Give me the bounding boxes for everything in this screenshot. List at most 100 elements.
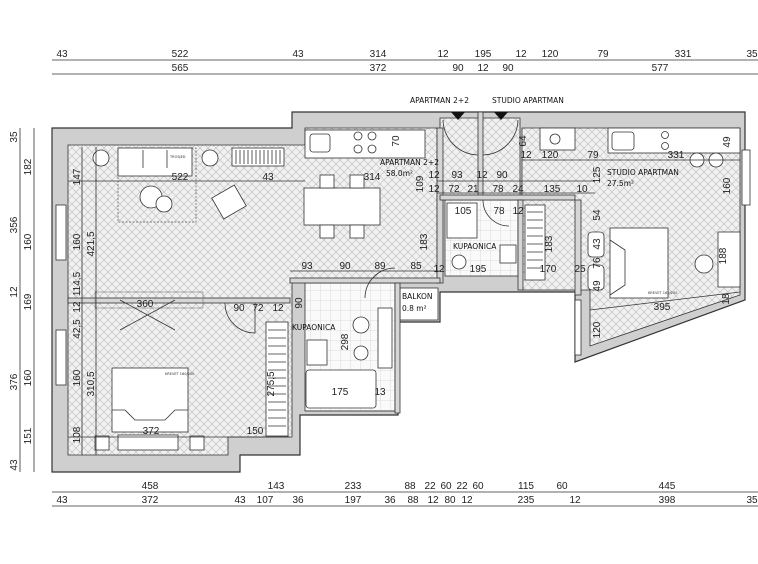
room-area-balcony: 0.8 m² <box>402 304 427 313</box>
dimension-label: 60 <box>440 481 452 492</box>
dimension-label: 372 <box>370 63 387 74</box>
dimension-label: 79 <box>587 150 599 161</box>
interior-wall <box>477 111 484 201</box>
dimension-label: 147 <box>72 168 83 185</box>
dimension-label: 12 <box>515 49 527 60</box>
dimension-label: 398 <box>659 495 676 506</box>
dimension-label: 43 <box>9 459 20 471</box>
interior-wall <box>439 194 576 201</box>
dimension-label: 22 <box>456 481 468 492</box>
dimension-label: 115 <box>518 481 534 492</box>
dimension-label: 108 <box>72 426 83 443</box>
dimension-label: 331 <box>675 49 692 60</box>
dimension-label: 25 <box>574 264 586 275</box>
dimension-label: 150 <box>247 426 264 437</box>
dimension-label: 105 <box>455 206 472 217</box>
dimension-label: 90 <box>233 303 245 314</box>
dimension-label: 35 <box>746 495 758 506</box>
dimension-label: 78 <box>492 184 504 195</box>
shower <box>446 202 478 239</box>
studio-sofa <box>717 231 741 288</box>
dimension-label: 114,5 <box>72 271 83 296</box>
dimension-label: 12 <box>512 206 524 217</box>
dimension-label: 42,5 <box>72 319 83 339</box>
entrance-cabinet <box>539 127 576 151</box>
dimension-label: 169 <box>23 293 34 310</box>
dimension-label: 182 <box>23 158 34 175</box>
dimension-label: 89 <box>374 261 386 272</box>
dimension-label: 360 <box>137 299 154 310</box>
dimension-label: 120 <box>542 49 559 60</box>
dimension-label: 90 <box>294 297 305 309</box>
dimension-label: 195 <box>475 49 492 60</box>
dimension-label: 64 <box>518 135 529 147</box>
dimension-label: 298 <box>340 333 351 350</box>
bed <box>111 367 189 433</box>
dimension-label: 522 <box>172 49 189 60</box>
dimension-label: 565 <box>172 63 189 74</box>
dimension-label: 18 <box>721 293 732 305</box>
apartment-entrance-arrow-icon <box>451 112 465 120</box>
studio-nightstand <box>587 264 605 291</box>
dimension-label: 577 <box>652 63 669 74</box>
dimension-label: 43 <box>262 172 274 183</box>
windows <box>55 149 751 386</box>
dimension-label: 183 <box>544 235 555 252</box>
washbasin <box>499 244 517 264</box>
washbasin <box>306 339 328 366</box>
dimension-label: 90 <box>502 63 514 74</box>
sofa <box>117 147 193 177</box>
furniture-label-sofa: TROSJED <box>169 155 186 159</box>
dimension-label: 93 <box>451 170 463 181</box>
interior-wall <box>517 199 524 291</box>
dimension-label: 522 <box>172 172 189 183</box>
nightstand <box>189 435 205 451</box>
dimension-label: 90 <box>496 170 508 181</box>
dimension-label: 376 <box>9 373 20 390</box>
dimension-label: 12 <box>437 49 449 60</box>
toilet <box>451 254 467 270</box>
dimension-label: 12 <box>477 63 489 74</box>
entrance-label-studio: STUDIO APARTMAN <box>492 96 564 105</box>
dimension-label: 395 <box>654 302 671 313</box>
dimension-label: 79 <box>597 49 609 60</box>
dimension-label: 12 <box>428 184 440 195</box>
dimension-label: 170 <box>540 264 557 275</box>
dimension-label: 54 <box>592 209 603 221</box>
dimension-label: 235 <box>518 495 535 506</box>
dimension-label: 12 <box>569 495 581 506</box>
dimension-label: 36 <box>384 495 396 506</box>
dimension-label: 70 <box>391 135 402 147</box>
toilet <box>352 316 370 334</box>
dimension-label: 13 <box>374 387 386 398</box>
dimension-label: 90 <box>452 63 464 74</box>
dimension-label: 445 <box>659 481 676 492</box>
dimension-label: 78 <box>493 206 505 217</box>
dimension-label: 331 <box>668 150 685 161</box>
dimension-label: 12 <box>9 286 20 298</box>
dimension-label: 143 <box>268 481 285 492</box>
entrance-label-apartment: APARTMAN 2+2 <box>410 96 469 105</box>
studio-bed <box>609 227 669 299</box>
studio-nightstand <box>587 231 605 258</box>
room-name-bathroom-upper: KUPAONICA <box>453 242 497 251</box>
dimension-label: 372 <box>142 495 159 506</box>
room-name-bathroom-lower: KUPAONICA <box>292 323 336 332</box>
dimension-label: 88 <box>407 495 419 506</box>
bathtub <box>305 369 377 409</box>
dimension-label: 35 <box>9 131 20 143</box>
room-name-balcony: BALKON <box>402 292 432 301</box>
hob-icon <box>353 131 377 154</box>
dimension-label: 72 <box>252 303 264 314</box>
dimension-label: 12 <box>476 170 488 181</box>
dimension-label: 21 <box>467 184 479 195</box>
dimension-label: 49 <box>722 136 733 148</box>
room-name-apartment: APARTMAN 2+2 <box>380 158 439 167</box>
dimension-label: 160 <box>23 233 34 250</box>
dimension-label: 160 <box>72 369 83 386</box>
dimension-label: 12 <box>433 264 445 275</box>
dimension-label: 356 <box>9 216 20 233</box>
dimension-label: 12 <box>428 170 440 181</box>
dimension-label: 107 <box>257 495 274 506</box>
dimension-label: 421,5 <box>86 231 97 256</box>
